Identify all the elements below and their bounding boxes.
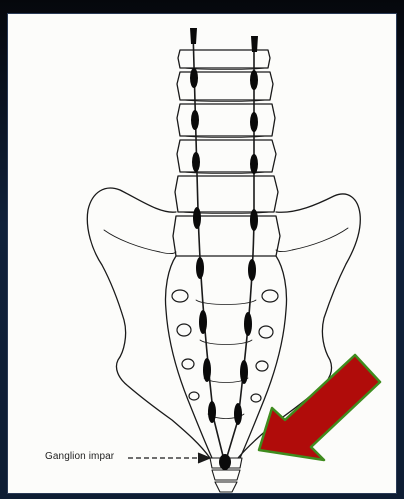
ganglion-impar — [219, 454, 231, 470]
sympathetic-trunks — [193, 30, 254, 460]
label-pointer — [128, 453, 210, 463]
lumbar-vertebrae — [173, 50, 280, 256]
sympathetic-ganglia — [190, 28, 258, 425]
ganglion-impar-label: Ganglion impar — [45, 451, 114, 462]
sacral-foramina — [172, 290, 278, 402]
red-arrow-callout — [259, 355, 380, 460]
